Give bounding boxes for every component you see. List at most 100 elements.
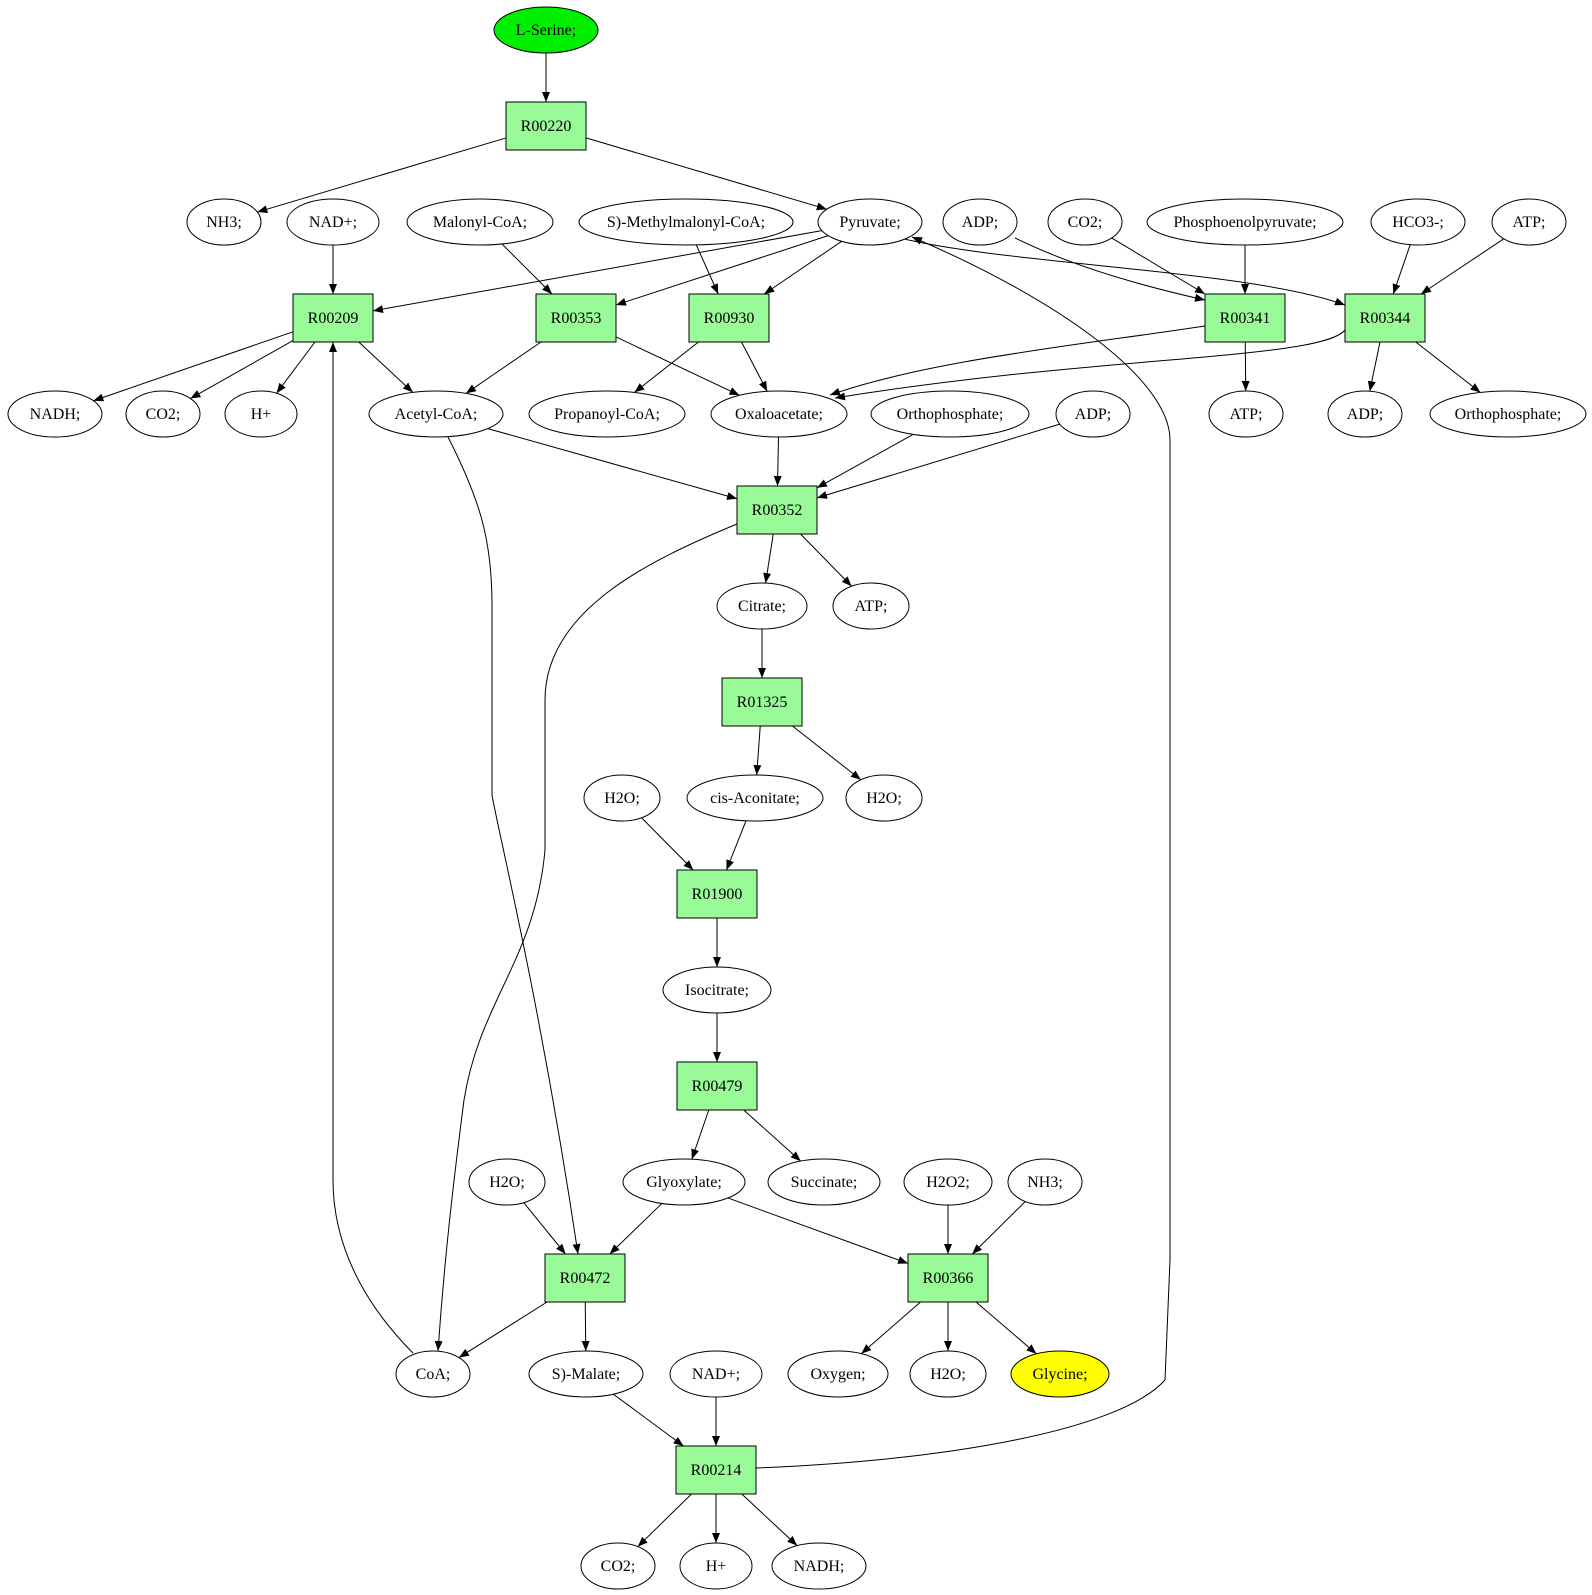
node-label: ATP;: [855, 598, 888, 615]
metabolite-ellipse: [942, 198, 1018, 246]
edge-R00209-to-co2b: [190, 340, 294, 399]
node-label: CO2;: [601, 1558, 636, 1575]
metabolite-node-glycine[interactable]: Glycine;: [1010, 1350, 1110, 1398]
edge-R00341-to-atp2: [1241, 341, 1250, 392]
node-label: Orthophosphate;: [897, 406, 1004, 423]
metabolite-node-acetylcoa[interactable]: Acetyl-CoA;: [368, 390, 504, 438]
metabolite-ellipse: [1146, 198, 1344, 246]
metabolite-ellipse: [870, 390, 1030, 438]
metabolite-node-h2oa[interactable]: H2O;: [583, 774, 661, 822]
node-label: Malonyl-CoA;: [433, 214, 527, 231]
node-label: R00209: [308, 310, 359, 327]
node-label: Orthophosphate;: [1455, 406, 1562, 423]
metabolite-node-nh3b[interactable]: NH3;: [1007, 1158, 1083, 1206]
metabolite-ellipse: [832, 582, 910, 630]
metabolite-node-pep[interactable]: Phosphoenolpyruvate;: [1146, 198, 1344, 246]
metabolite-ellipse: [903, 1158, 993, 1206]
metabolite-node-nh3a[interactable]: NH3;: [186, 198, 262, 246]
edge-smethyl-to-R00930: [695, 244, 719, 295]
metabolite-node-propanoyl[interactable]: Propanoyl-CoA;: [528, 390, 686, 438]
metabolite-node-malonyl[interactable]: Malonyl-CoA;: [406, 198, 554, 246]
reaction-node-r01900[interactable]: R01900: [676, 869, 758, 919]
metabolite-node-nadh1[interactable]: NADH;: [7, 390, 103, 438]
edge-nh3b-to-R00366: [971, 1201, 1026, 1255]
metabolite-node-cisacon[interactable]: cis-Aconitate;: [686, 774, 824, 822]
metabolite-node-co2a[interactable]: CO2;: [1047, 198, 1123, 246]
reaction-node-r00366[interactable]: R00366: [907, 1253, 989, 1303]
metabolite-node-smalate[interactable]: S)-Malate;: [528, 1350, 644, 1398]
metabolite-node-h2o2[interactable]: H2O2;: [903, 1158, 993, 1206]
metabolite-node-co2b[interactable]: CO2;: [125, 390, 201, 438]
metabolite-node-coa[interactable]: CoA;: [395, 1350, 471, 1398]
metabolite-node-lserine[interactable]: L-Serine;: [493, 6, 599, 54]
metabolite-node-atp2[interactable]: ATP;: [1208, 390, 1284, 438]
node-label: Glycine;: [1032, 1366, 1087, 1383]
node-label: CO2;: [1068, 214, 1103, 231]
metabolite-node-pyruvate[interactable]: Pyruvate;: [817, 198, 923, 246]
edge-R00209-to-hplus1: [276, 341, 316, 394]
node-label: NAD+;: [692, 1366, 740, 1383]
metabolite-node-isocitrate[interactable]: Isocitrate;: [662, 966, 772, 1014]
metabolite-ellipse: [406, 198, 554, 246]
reaction-node-r00479[interactable]: R00479: [676, 1061, 758, 1111]
metabolite-node-h2ob[interactable]: H2O;: [845, 774, 923, 822]
metabolite-node-smethyl[interactable]: S)-Methylmalonyl-CoA;: [578, 198, 794, 246]
metabolite-node-orthop1[interactable]: Orthophosphate;: [870, 390, 1030, 438]
edge-R00344-to-oxaloacetate: [834, 329, 1346, 401]
reaction-node-r00352[interactable]: R00352: [736, 485, 818, 535]
metabolite-node-orthop2[interactable]: Orthophosphate;: [1429, 390, 1587, 438]
edge-R00214-to-nadh2: [741, 1493, 798, 1547]
metabolite-node-nadp1[interactable]: NAD+;: [286, 198, 380, 246]
metabolite-node-hplus2[interactable]: H+: [679, 1542, 753, 1590]
reaction-box: [505, 101, 587, 151]
edge-R00930-to-oxaloacetate: [741, 341, 768, 392]
metabolite-node-citrate[interactable]: Citrate;: [716, 582, 808, 630]
edge-R00220-to-pyruvate: [585, 137, 827, 211]
metabolite-node-h2oc[interactable]: H2O;: [468, 1158, 546, 1206]
metabolite-node-glyoxylate[interactable]: Glyoxylate;: [622, 1158, 746, 1206]
metabolite-ellipse: [767, 1158, 881, 1206]
metabolite-ellipse: [1208, 390, 1284, 438]
metabolite-ellipse: [787, 1350, 889, 1398]
reaction-node-r00214[interactable]: R00214: [675, 1445, 757, 1495]
reaction-box: [544, 1253, 626, 1303]
metabolite-ellipse: [662, 966, 772, 1014]
metabolite-node-succinate[interactable]: Succinate;: [767, 1158, 881, 1206]
metabolite-node-oxaloacetate[interactable]: Oxaloacetate;: [710, 390, 848, 438]
metabolite-node-hco3[interactable]: HCO3-;: [1370, 198, 1466, 246]
metabolite-node-co2c[interactable]: CO2;: [580, 1542, 656, 1590]
metabolite-node-oxygen[interactable]: Oxygen;: [787, 1350, 889, 1398]
reaction-node-r00353[interactable]: R00353: [535, 293, 617, 343]
reaction-node-r00341[interactable]: R00341: [1204, 293, 1286, 343]
edge-pyruvate-to-R00353: [615, 235, 829, 306]
edge-malonyl-to-R00353: [501, 243, 553, 295]
metabolite-node-hplus1[interactable]: H+: [224, 390, 298, 438]
metabolite-ellipse: [1429, 390, 1587, 438]
reaction-node-r00220[interactable]: R00220: [505, 101, 587, 151]
metabolite-node-adp2[interactable]: ADP;: [1055, 390, 1131, 438]
reaction-node-r00472[interactable]: R00472: [544, 1253, 626, 1303]
metabolite-node-atp3[interactable]: ATP;: [832, 582, 910, 630]
edge-pyruvate-to-R00344: [899, 237, 1346, 306]
node-label: HCO3-;: [1392, 214, 1444, 231]
metabolite-node-h2od[interactable]: H2O;: [909, 1350, 987, 1398]
metabolite-node-nadp2[interactable]: NAD+;: [669, 1350, 763, 1398]
metabolite-node-adp1[interactable]: ADP;: [942, 198, 1018, 246]
node-label: Acetyl-CoA;: [395, 406, 478, 423]
metabolite-node-atp1[interactable]: ATP;: [1491, 198, 1567, 246]
metabolite-ellipse: [679, 1542, 753, 1590]
reaction-box: [688, 293, 770, 343]
metabolite-node-adp3[interactable]: ADP;: [1327, 390, 1403, 438]
reaction-node-r00209[interactable]: R00209: [292, 293, 374, 343]
node-label: ADP;: [1347, 406, 1383, 423]
reaction-node-r00930[interactable]: R00930: [688, 293, 770, 343]
reaction-node-r00344[interactable]: R00344: [1344, 293, 1426, 343]
metabolite-ellipse: [1327, 390, 1403, 438]
node-label: NH3;: [1027, 1174, 1063, 1191]
reaction-node-r01325[interactable]: R01325: [721, 677, 803, 727]
metabolite-ellipse: [622, 1158, 746, 1206]
metabolite-ellipse: [493, 6, 599, 54]
edge-h2oc-to-R00472: [523, 1202, 566, 1255]
metabolite-node-nadh2[interactable]: NADH;: [771, 1542, 867, 1590]
